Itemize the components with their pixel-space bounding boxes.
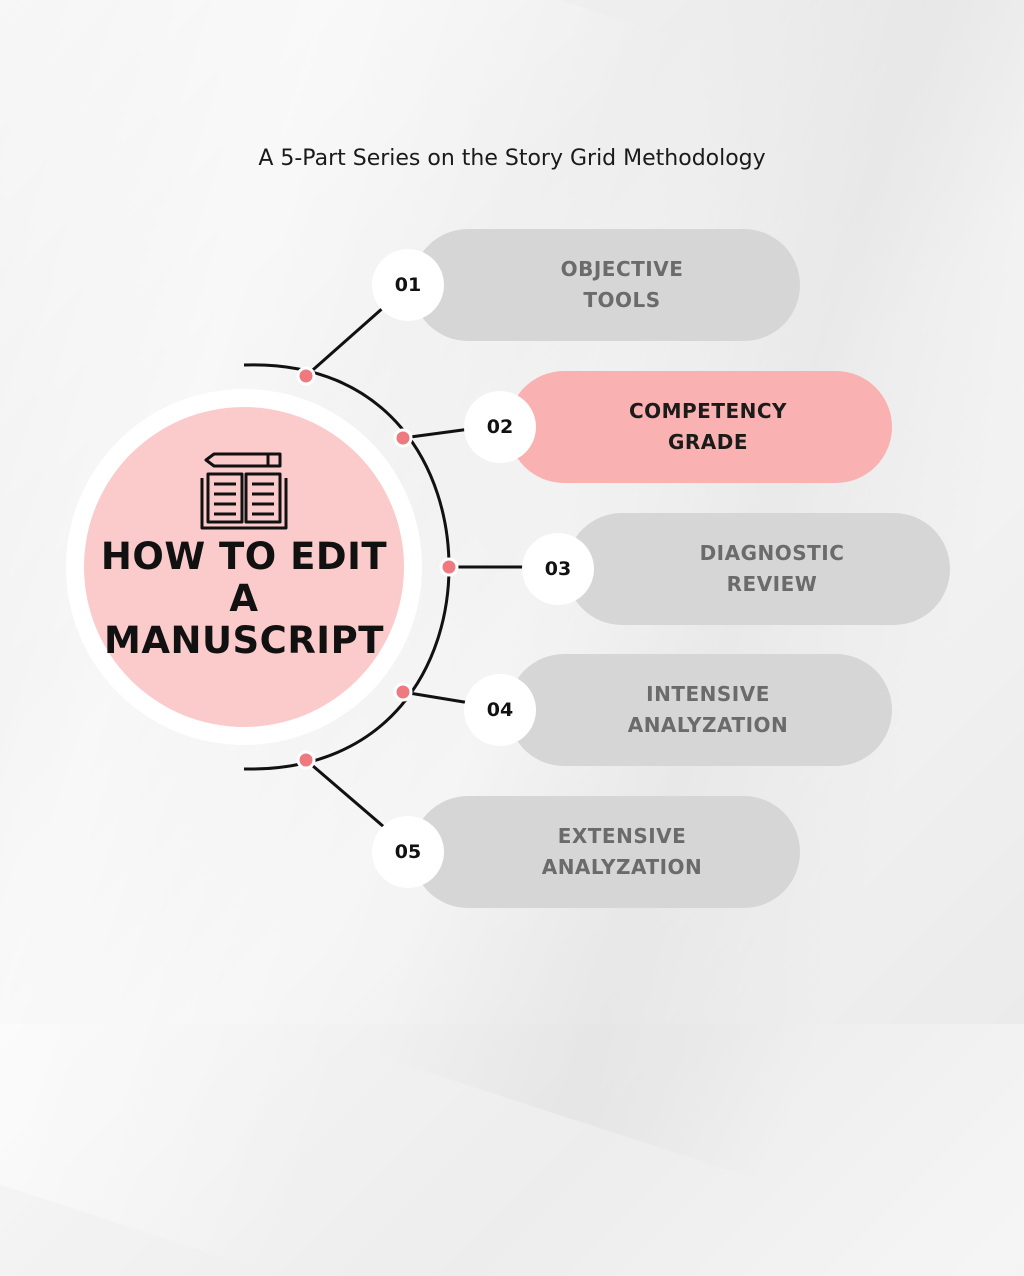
spoke-04	[402, 690, 471, 705]
series-subtitle: A 5-Part Series on the Story Grid Method…	[258, 146, 766, 171]
step-label: COMPETENCY GRADE	[528, 371, 888, 483]
step-pill-02: COMPETENCY GRADE	[508, 371, 892, 483]
connector-dot	[296, 366, 316, 386]
step-label-line: COMPETENCY	[628, 399, 788, 423]
step-number-02: 02	[464, 391, 536, 463]
book-and-pencil-icon	[200, 452, 288, 530]
step-number-04: 04	[464, 674, 536, 746]
step-pill-01: OBJECTIVE TOOLS	[412, 229, 800, 341]
step-label-line: GRADE	[667, 430, 749, 454]
step-label-line: TOOLS	[583, 288, 661, 312]
step-label: EXTENSIVE ANALYZATION	[452, 796, 792, 908]
connector-lines	[243, 305, 526, 829]
hub-title-line: HOW TO EDIT A	[100, 535, 388, 620]
connector-dot	[393, 428, 413, 448]
connector-dot	[296, 750, 316, 770]
step-number-01: 01	[372, 249, 444, 321]
step-label: OBJECTIVE TOOLS	[452, 229, 792, 341]
step-label-line: REVIEW	[726, 572, 818, 596]
step-label-line: OBJECTIVE	[560, 257, 684, 281]
spoke-05	[305, 758, 385, 829]
step-label-line: ANALYZATION	[627, 713, 789, 737]
step-pill-04: INTENSIVE ANALYZATION	[508, 654, 892, 766]
step-label-line: INTENSIVE	[646, 682, 770, 706]
step-label-line: DIAGNOSTIC	[699, 541, 845, 565]
connector-dot	[439, 557, 459, 577]
spoke-01	[305, 305, 385, 378]
hub-title: HOW TO EDIT A MANUSCRIPT	[84, 536, 404, 662]
spoke-02	[402, 427, 471, 440]
connector-dot	[393, 682, 413, 702]
hub-circle	[84, 407, 404, 727]
step-label: DIAGNOSTIC REVIEW	[596, 513, 948, 625]
step-label-line: EXTENSIVE	[557, 824, 687, 848]
step-number-03: 03	[522, 533, 594, 605]
step-pill-05: EXTENSIVE ANALYZATION	[412, 796, 800, 908]
step-number-05: 05	[372, 816, 444, 888]
hub-title-line: MANUSCRIPT	[104, 619, 384, 662]
step-pill-03: DIAGNOSTIC REVIEW	[566, 513, 950, 625]
step-label: INTENSIVE ANALYZATION	[528, 654, 888, 766]
step-label-line: ANALYZATION	[541, 855, 703, 879]
